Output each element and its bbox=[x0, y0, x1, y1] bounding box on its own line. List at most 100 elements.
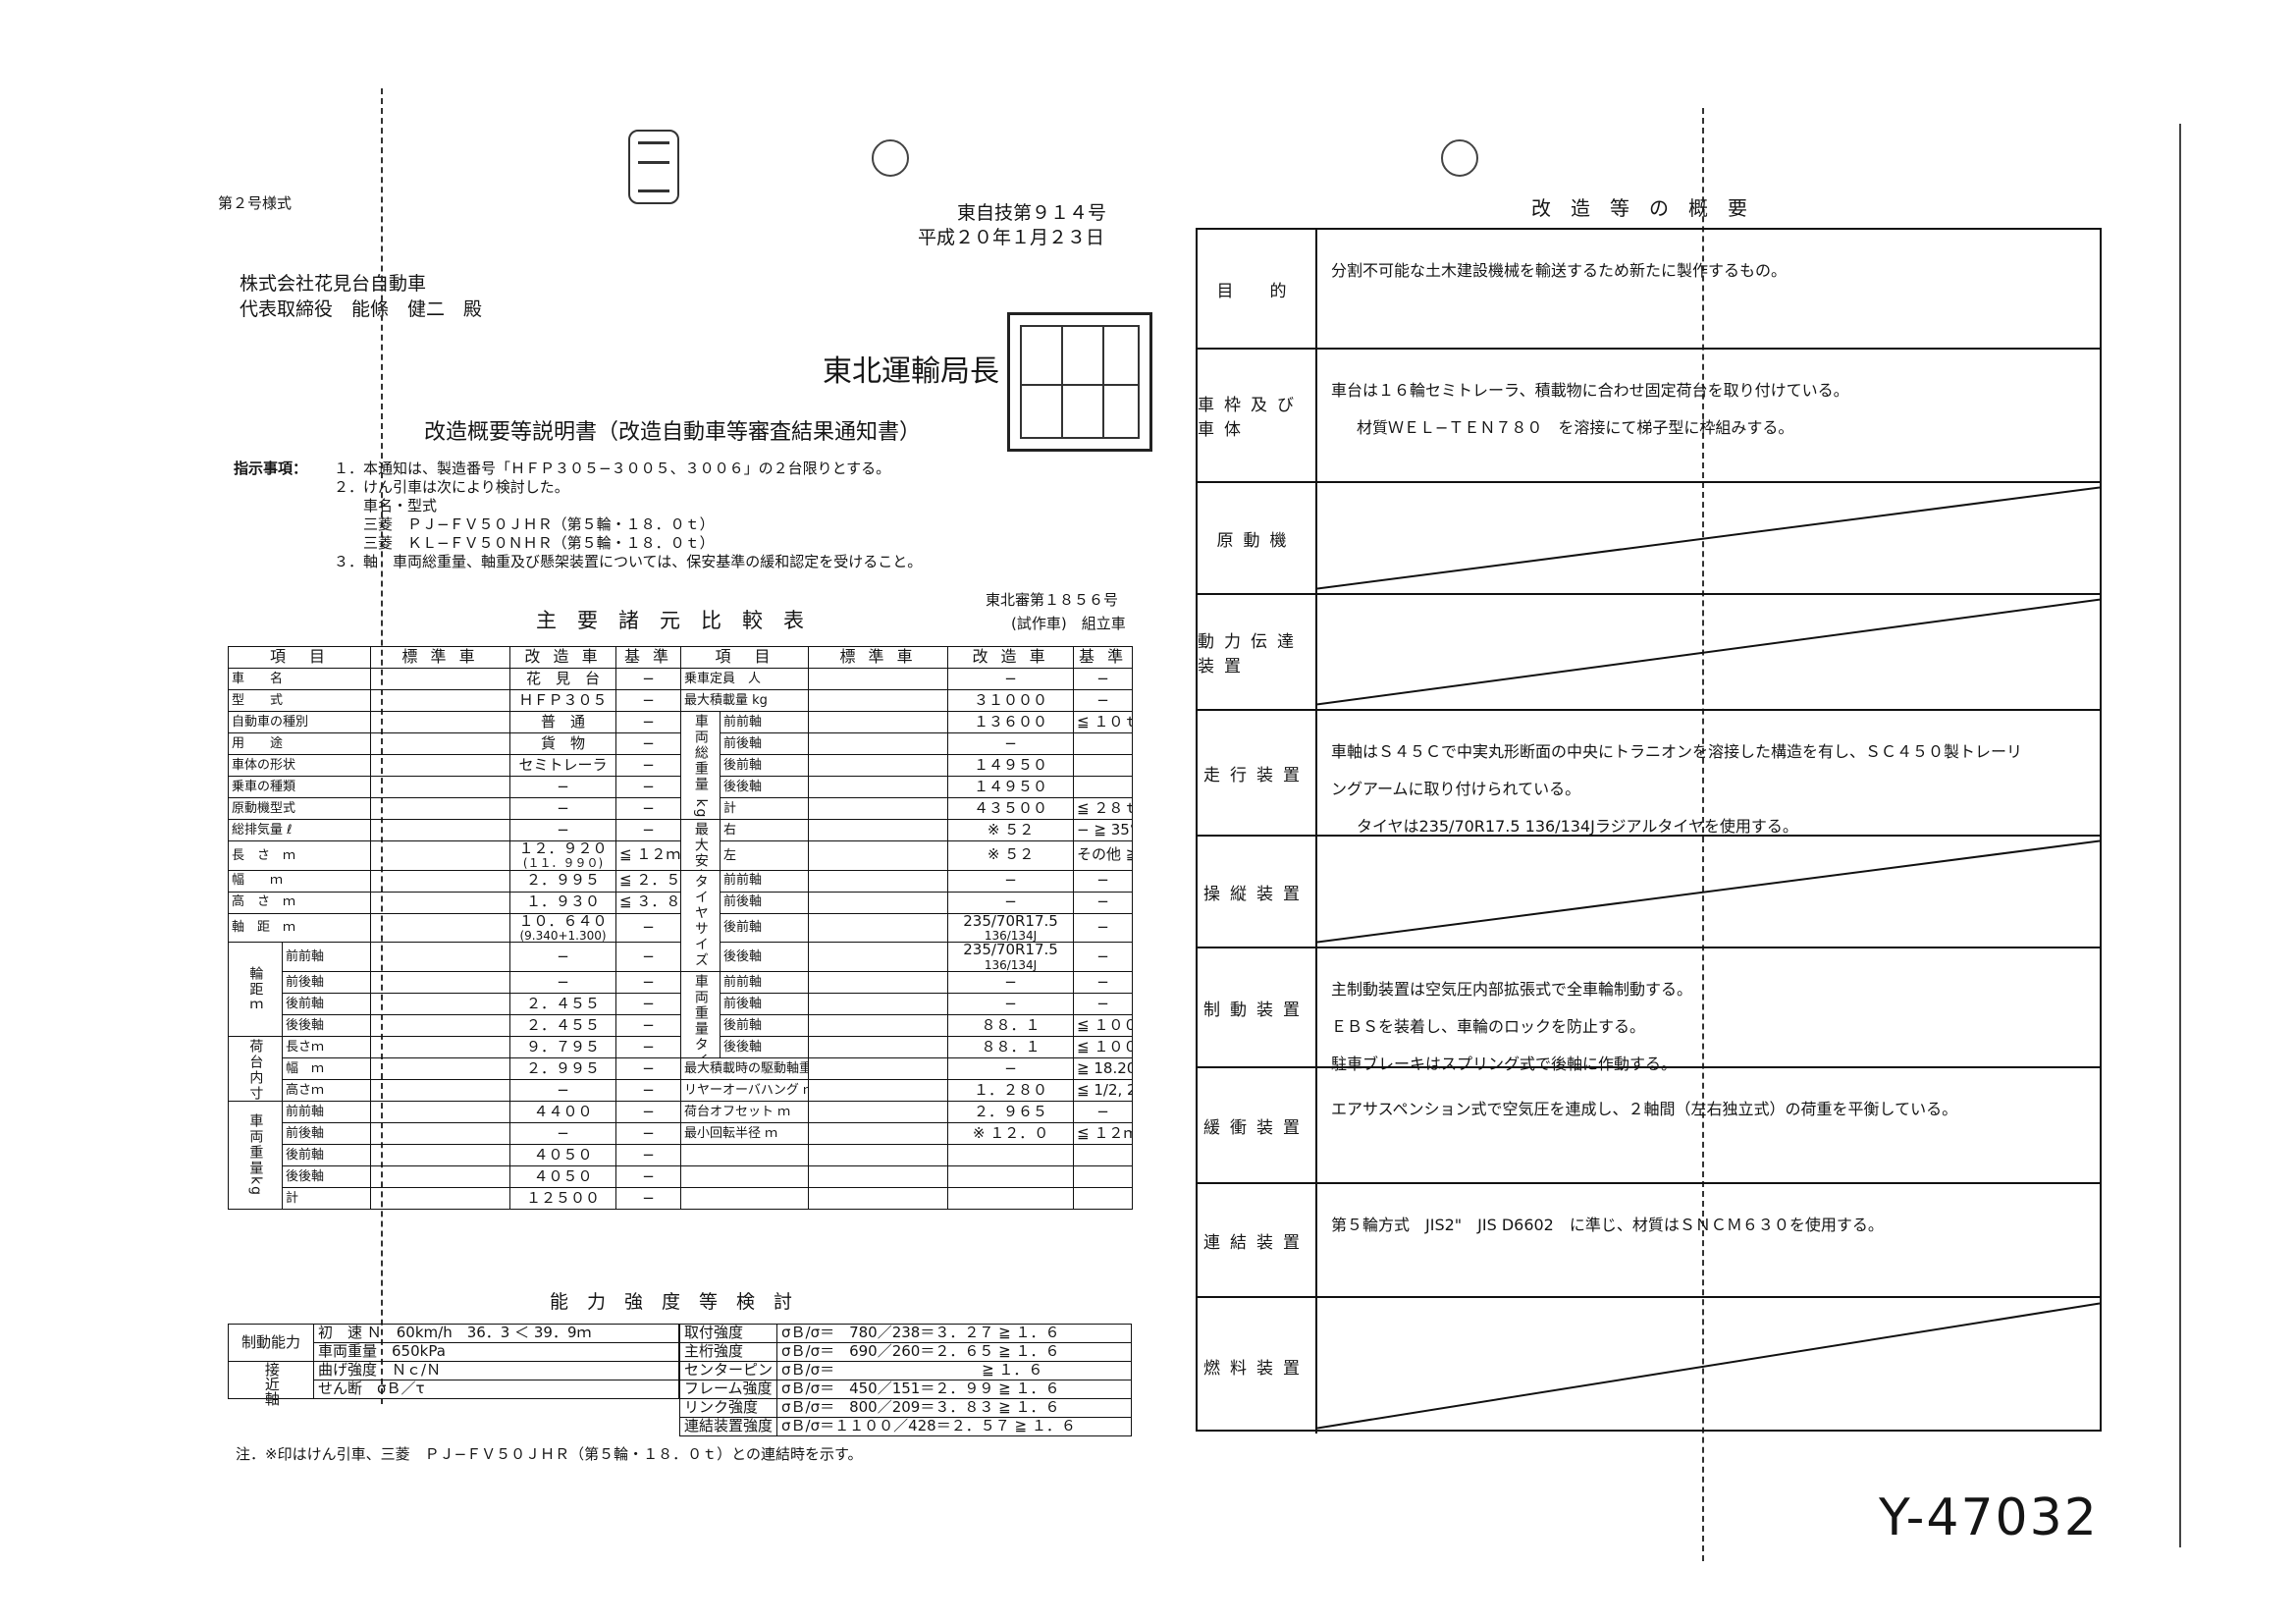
spec-modified-subtext: 136/134J bbox=[984, 957, 1038, 972]
spec-row-label: 後後軸 bbox=[720, 776, 810, 798]
spec-standard-value bbox=[370, 1100, 511, 1123]
instruction-line: 三菱 ＰＪ−ＦＶ５０ＪＨＲ（第５輪・１８．０ｔ） bbox=[334, 515, 715, 533]
spec-standard-value bbox=[370, 797, 511, 820]
summary-line: ングアームに取り付けられている。 bbox=[1331, 780, 1581, 798]
spec-row-label: 長さｍ bbox=[281, 1035, 372, 1058]
spec-row-label: 前後軸 bbox=[720, 992, 810, 1015]
spec-modified-text: ２．４５５ bbox=[526, 1015, 601, 1034]
empty-cell bbox=[808, 1164, 949, 1188]
spec-modified-text: ９．７９５ bbox=[526, 1037, 601, 1056]
summary-line: 第５輪方式 JIS2" JIS D6602 に準じ、材質はＳＮＣＭ６３０を使用す… bbox=[1331, 1216, 1884, 1234]
spec-standard-limit: − bbox=[615, 1121, 682, 1145]
summary-row-content bbox=[1317, 1298, 2100, 1434]
spec-row-label: 後前軸 bbox=[720, 1013, 810, 1037]
spec-standard-limit: − bbox=[615, 942, 682, 972]
spec-standard-value bbox=[370, 992, 511, 1015]
spec-standard-value bbox=[808, 942, 949, 972]
spec-row-label: 前後軸 bbox=[281, 970, 372, 994]
strength-value: σＢ/σ＝１１００／428＝２．５７ ≧ １．６ bbox=[776, 1417, 1132, 1436]
spec-modified-value: １２．９２０(１１．９９０) bbox=[509, 840, 617, 871]
spec-standard-limit: − bbox=[1073, 891, 1134, 914]
spec-modified-value: − bbox=[947, 992, 1075, 1015]
spec-modified-text: 普 通 bbox=[541, 712, 586, 731]
empty-cell bbox=[1073, 1186, 1134, 1210]
spec-modified-text: ４４００ bbox=[533, 1102, 593, 1120]
spec-group-label: 車両重量kg bbox=[228, 1100, 283, 1210]
spec-row-label: 乗車の種類 bbox=[227, 776, 372, 798]
summary-row: 燃料装置 bbox=[1198, 1298, 2100, 1434]
spec-row-label: 荷台オフセット ｍ bbox=[680, 1100, 810, 1123]
spec-standard-limit: ≦ １００％ bbox=[1073, 1013, 1134, 1037]
spec-modified-value: ＨＦＰ３０５ bbox=[509, 689, 617, 712]
spec-row-label: 前前軸 bbox=[281, 942, 372, 972]
spec-row-label: 計 bbox=[281, 1186, 372, 1210]
spec-modified-text: − bbox=[557, 820, 569, 839]
spec-group-label: 車両総重量 kg bbox=[680, 711, 721, 820]
spec-header-cell: 項 目 bbox=[227, 646, 372, 669]
spec-standard-value bbox=[370, 1035, 511, 1058]
spec-modified-value: ２．９６５ bbox=[947, 1100, 1075, 1123]
empty-cell bbox=[808, 1143, 949, 1166]
spec-standard-value bbox=[370, 912, 511, 944]
spec-standard-limit: − bbox=[615, 1143, 682, 1166]
spec-modified-value: − bbox=[947, 668, 1075, 690]
spec-standard-value bbox=[370, 1164, 511, 1188]
spec-standard-limit: − ≧ 35° bbox=[1073, 819, 1134, 841]
spec-modified-value: セミトレーラ bbox=[509, 754, 617, 777]
spec-standard-value bbox=[808, 668, 949, 690]
not-applicable-slash bbox=[1317, 837, 2100, 947]
spec-modified-subtext: 136/134J bbox=[984, 928, 1038, 943]
spec-modified-text: １０．６４０ bbox=[518, 913, 608, 930]
spec-standard-value bbox=[808, 754, 949, 777]
summary-row-content: 分割不可能な土木建設機械を輸送するため新たに製作するもの。 bbox=[1317, 230, 2100, 348]
spec-group-label: 車両重量タイヤ負荷率％ bbox=[680, 970, 721, 1058]
spec-standard-value bbox=[808, 912, 949, 944]
spec-standard-value bbox=[370, 942, 511, 972]
spec-modified-value: 貨 物 bbox=[509, 732, 617, 755]
spec-modified-text: − bbox=[557, 972, 569, 991]
summary-title: 改 造 等 の 概 要 bbox=[1531, 196, 1747, 220]
spec-standard-value bbox=[370, 970, 511, 994]
spec-standard-limit: ≦ ２．５ｍ bbox=[615, 869, 682, 893]
spec-standard-value bbox=[808, 1078, 949, 1102]
spec-row-label: 軸 距 ｍ bbox=[227, 912, 372, 944]
strength-value: σＢ/σ＝ 450／151＝２．９９ ≧ １．６ bbox=[776, 1380, 1132, 1399]
strength-value: σＢ/σ＝ 690／260＝２．６５ ≧ １．６ bbox=[776, 1342, 1132, 1362]
summary-line: 車軸はＳ４５Ｃで中実丸形断面の中央にトラニオンを溶接した構造を有し、ＳＣ４５０製… bbox=[1331, 742, 2023, 761]
spec-standard-limit: − bbox=[615, 776, 682, 798]
strength-value: 曲げ強度 Ｎｃ/Ｎ bbox=[313, 1361, 679, 1380]
spec-standard-limit: ≦ 1/2, 2/3 L bbox=[1073, 1078, 1134, 1102]
spec-standard-value bbox=[808, 732, 949, 755]
spec-standard-value bbox=[370, 891, 511, 914]
spec-row-label: 型 式 bbox=[227, 689, 372, 712]
empty-cell bbox=[680, 1186, 810, 1210]
summary-row: 目 的分割不可能な土木建設機械を輸送するため新たに製作するもの。 bbox=[1198, 230, 2100, 350]
summary-line: 主制動装置は空気圧内部拡張式で全車輪制動する。 bbox=[1331, 980, 1693, 999]
strength-label: フレーム強度 bbox=[678, 1380, 778, 1399]
spec-modified-text: − bbox=[557, 1080, 569, 1099]
summary-row-label: 原動機 bbox=[1198, 483, 1317, 593]
not-applicable-slash bbox=[1317, 483, 2100, 593]
spec-standard-value bbox=[808, 819, 949, 841]
spec-row: 総排気量 ℓ−−最大安定傾斜角度右※ ５２− ≧ 35° bbox=[227, 819, 1134, 871]
spec-header-cell: 標 準 車 bbox=[370, 646, 511, 669]
spec-standard-value bbox=[808, 1121, 949, 1145]
spec-table-title: 主 要 諸 元 比 較 表 bbox=[536, 609, 804, 632]
strength-label: 連結装置強度 bbox=[678, 1417, 778, 1436]
spec-modified-value: １３６００ bbox=[947, 711, 1075, 733]
strength-value: せん断 σＢ／τ bbox=[313, 1380, 679, 1399]
punch-hole-left bbox=[872, 139, 909, 177]
spec-row-label: 総排気量 ℓ bbox=[227, 819, 372, 841]
spec-modified-value: １．９３０ bbox=[509, 891, 617, 914]
spec-standard-limit: − bbox=[1073, 970, 1134, 994]
spec-modified-text: ※ ５２ bbox=[987, 845, 1035, 864]
spec-standard-limit: − bbox=[615, 1100, 682, 1123]
spec-row-label: 長 さ ｍ bbox=[227, 840, 372, 871]
summary-line: 車台は１６輪セミトレーラ、積載物に合わせ固定荷台を取り付けている。 bbox=[1331, 381, 1849, 400]
